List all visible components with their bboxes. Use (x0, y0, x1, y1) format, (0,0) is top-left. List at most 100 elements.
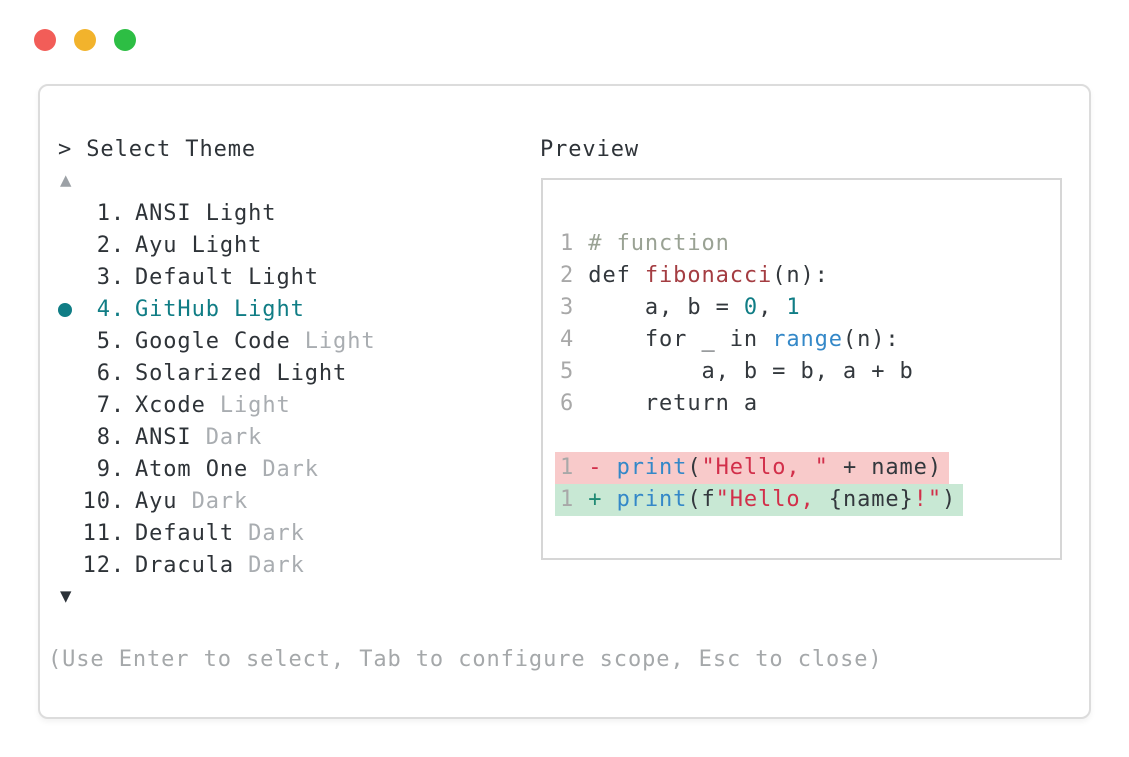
theme-option-2[interactable]: 2. Ayu Light (58, 230, 375, 262)
code-line-1: 1 # function (560, 228, 963, 260)
theme-label: Google Code Light (135, 329, 376, 354)
theme-option-3[interactable]: 3. Default Light (58, 262, 375, 294)
theme-option-4[interactable]: 4. GitHub Light (58, 294, 375, 326)
theme-number: 9. (96, 457, 125, 482)
minimize-button-icon[interactable] (74, 29, 96, 51)
theme-number: 3. (96, 265, 125, 290)
theme-option-6[interactable]: 6. Solarized Light (58, 358, 375, 390)
theme-label: GitHub Light (135, 297, 305, 322)
marker-empty (58, 518, 80, 550)
theme-label: Ayu Light (135, 233, 263, 258)
theme-label: Solarized Light (135, 361, 348, 386)
code-token-text: a, b = b, a + b (588, 359, 914, 384)
theme-label: Default Light (135, 265, 319, 290)
code-line-2: 2 def fibonacci(n): (560, 260, 963, 292)
code-token-minus: - (588, 455, 617, 480)
theme-number: 1. (96, 201, 125, 226)
diff-highlight-removed: 1 - print("Hello, " + name) (555, 452, 949, 484)
marker-empty (58, 486, 80, 518)
code-token-text: for _ in (588, 327, 773, 352)
theme-number: 4. (96, 297, 125, 322)
theme-option-7[interactable]: 7. Xcode Light (58, 390, 375, 422)
theme-label-muted: Light (290, 329, 376, 354)
help-text: (Use Enter to select, Tab to configure s… (48, 647, 883, 672)
theme-number: 5. (96, 329, 125, 354)
theme-label: ANSI Light (135, 201, 277, 226)
theme-option-1[interactable]: 1. ANSI Light (58, 198, 375, 230)
code-token-num: 1 (786, 295, 801, 320)
theme-label: Dracula Dark (135, 553, 305, 578)
code-token-text: return a (588, 391, 759, 416)
line-number: 2 (560, 263, 589, 288)
code-token-builtin: print (616, 487, 688, 512)
code-token-text: {name} (828, 487, 914, 512)
code-token-text: ( (687, 455, 702, 480)
theme-number: 11. (82, 521, 125, 546)
theme-number: 2. (96, 233, 125, 258)
line-number: 4 (560, 327, 589, 352)
marker-empty (58, 230, 80, 262)
theme-list: 1. ANSI Light 2. Ayu Light 3. Default Light 4.… (58, 198, 375, 582)
theme-number: 10. (82, 489, 125, 514)
marker-empty (58, 550, 80, 582)
code-token-text: (n): (842, 327, 900, 352)
theme-option-9[interactable]: 9. Atom One Dark (58, 454, 375, 486)
theme-number: 8. (96, 425, 125, 450)
marker-empty (58, 198, 80, 230)
line-number: 3 (560, 295, 589, 320)
line-number: 6 (560, 391, 589, 416)
theme-option-11[interactable]: 11. Default Dark (58, 518, 375, 550)
line-number: 1 (560, 455, 589, 480)
code-line-6: 6 return a (560, 388, 963, 420)
line-number: 5 (560, 359, 589, 384)
marker-empty (58, 262, 80, 294)
theme-label-muted: Dark (234, 521, 305, 546)
scroll-up-icon[interactable]: ▲ (60, 169, 72, 191)
code-line-5: 5 a, b = b, a + b (560, 356, 963, 388)
theme-label-muted: Dark (177, 489, 249, 514)
code-line-4: 4 for _ in range(n): (560, 324, 963, 356)
theme-option-5[interactable]: 5. Google Code Light (58, 326, 375, 358)
code-token-string: "Hello, (715, 487, 829, 512)
code-token-builtin: print (616, 455, 688, 480)
theme-option-10[interactable]: 10. Ayu Dark (58, 486, 375, 518)
marker-empty (58, 358, 80, 390)
code-token-text: , (758, 295, 787, 320)
code-token-plus: + (588, 487, 617, 512)
diff-line-1: 1 - print("Hello, " + name) (555, 452, 963, 484)
code-token-comment: # function (588, 231, 730, 256)
selected-marker (58, 294, 80, 326)
code-token-string: "Hello, " (701, 455, 829, 480)
theme-label-muted: Light (205, 393, 291, 418)
window-controls (34, 29, 136, 51)
marker-empty (58, 422, 80, 454)
theme-label: Ayu Dark (135, 489, 249, 514)
diff-highlight-added: 1 + print(f"Hello, {name}!") (555, 484, 964, 516)
theme-option-12[interactable]: 12. Dracula Dark (58, 550, 375, 582)
theme-label-muted: Dark (234, 553, 305, 578)
theme-label: Xcode Light (135, 393, 291, 418)
theme-number: 7. (96, 393, 125, 418)
code-token-num: 0 (743, 295, 759, 320)
theme-number: 12. (82, 553, 125, 578)
zoom-button-icon[interactable] (114, 29, 136, 51)
theme-label: Atom One Dark (135, 457, 319, 482)
theme-label: ANSI Dark (135, 425, 263, 450)
close-button-icon[interactable] (34, 29, 56, 51)
theme-label: Default Dark (135, 521, 305, 546)
diff-line-2: 1 + print(f"Hello, {name}!") (555, 484, 964, 516)
code-token-builtin: range (772, 327, 843, 352)
code-token-text: def (588, 263, 645, 288)
theme-number: 6. (96, 361, 125, 386)
code-token-text: + name) (828, 455, 942, 480)
marker-empty (58, 326, 80, 358)
code-line-blank (560, 420, 963, 452)
theme-label-muted: Dark (191, 425, 263, 450)
marker-empty (58, 454, 80, 486)
theme-option-8[interactable]: 8. ANSI Dark (58, 422, 375, 454)
scroll-down-icon[interactable]: ▼ (60, 585, 72, 607)
line-number: 1 (560, 231, 589, 256)
